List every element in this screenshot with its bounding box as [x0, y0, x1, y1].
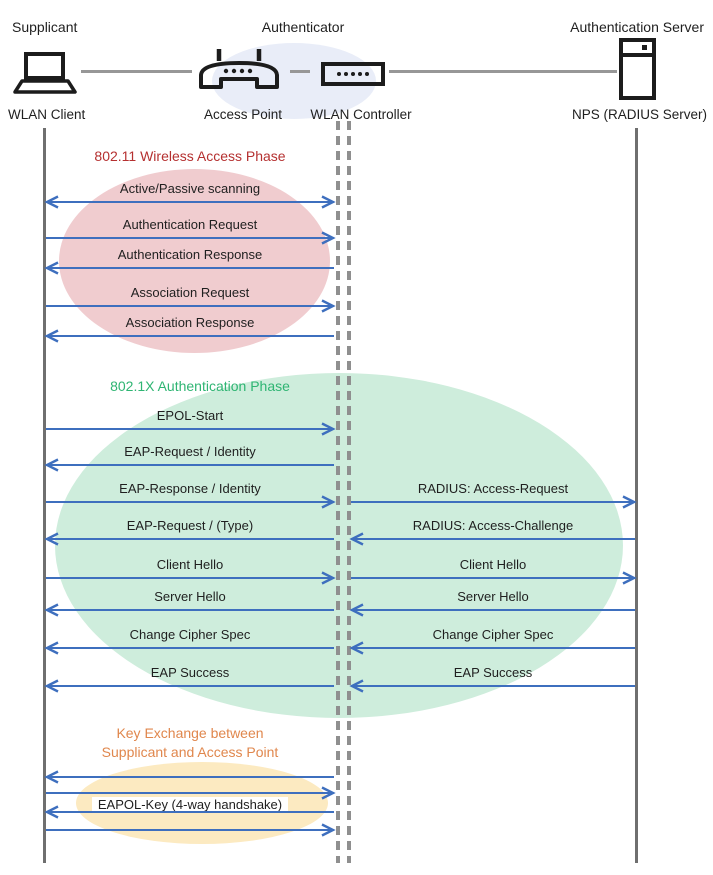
node-label-access-point: Access Point [203, 107, 283, 122]
message-arrow-left [44, 603, 334, 617]
message-label: Association Request [130, 285, 250, 300]
supplicant-lifeline [43, 128, 46, 863]
connector-line [81, 70, 192, 73]
server-icon [619, 38, 656, 100]
message-arrow-both [44, 195, 336, 209]
connector-line [389, 70, 617, 73]
message-label: Change Cipher Spec [129, 627, 251, 642]
message-label: Client Hello [156, 557, 224, 572]
phase-title-80211-wireless-access: 802.11 Wireless Access Phase [94, 148, 286, 164]
node-label-wlan-client: WLAN Client [8, 107, 86, 122]
auth-server-lifeline [635, 128, 638, 863]
message-label: EPOL-Start [156, 408, 224, 423]
message-arrow-left [349, 532, 635, 546]
node-label-wlan-controller: WLAN Controller [310, 107, 412, 122]
role-label-authenticator: Authenticator [261, 19, 345, 35]
message-arrow-left [44, 329, 334, 343]
message-label: EAPOL-Key (4-way handshake) [46, 797, 334, 813]
message-arrow-left [44, 770, 334, 784]
laptop-icon [13, 52, 77, 94]
message-label: Active/Passive scanning [119, 181, 261, 196]
message-label: EAP-Request / (Type) [126, 518, 254, 533]
message-arrow-left [44, 805, 334, 819]
message-arrow-left [349, 603, 635, 617]
message-arrow-right [46, 823, 336, 837]
message-arrow-left [44, 532, 334, 546]
message-arrow-left [44, 458, 334, 472]
message-arrow-left [349, 641, 635, 655]
role-label-authentication-server: Authentication Server [570, 19, 704, 35]
message-label: Change Cipher Spec [432, 627, 554, 642]
message-label: EAP Success [150, 665, 230, 680]
message-arrow-right [46, 299, 336, 313]
message-label: Server Hello [154, 589, 226, 604]
message-arrow-left [44, 679, 334, 693]
message-arrow-left [44, 261, 334, 275]
phase-80211-ellipse [59, 169, 330, 353]
message-label: RADIUS: Access-Challenge [412, 518, 574, 533]
message-arrow-right [351, 495, 637, 509]
message-label: Authentication Request [122, 217, 258, 232]
message-arrow-right [46, 231, 336, 245]
message-arrow-right [46, 495, 336, 509]
connector-line [290, 70, 310, 73]
authenticator-lifeline-dashed-right [347, 121, 351, 863]
message-arrow-left [349, 679, 635, 693]
message-label: RADIUS: Access-Request [417, 481, 569, 496]
message-label: EAP-Request / Identity [124, 444, 256, 459]
node-label-nps-radius-server: NPS (RADIUS Server) [571, 107, 707, 122]
message-arrow-right [351, 571, 637, 585]
authenticator-lifeline-dashed-left [336, 121, 340, 863]
message-arrow-right [46, 786, 336, 800]
message-label: EAP Success [453, 665, 533, 680]
access-point-icon [199, 49, 279, 89]
wlan-controller-icon [321, 62, 385, 86]
message-arrow-right [46, 422, 336, 436]
phase-title-key-exchange: Key Exchange between Supplicant and Acce… [101, 725, 279, 760]
message-label: Client Hello [459, 557, 527, 572]
role-label-supplicant: Supplicant [12, 19, 78, 35]
message-label: Association Response [125, 315, 255, 330]
message-label: Server Hello [457, 589, 529, 604]
phase-title-8021x-authentication: 802.1X Authentication Phase [110, 378, 290, 394]
message-arrow-left [44, 641, 334, 655]
message-arrow-right [46, 571, 336, 585]
message-label: Authentication Response [117, 247, 263, 262]
message-label: EAP-Response / Identity [119, 481, 261, 496]
